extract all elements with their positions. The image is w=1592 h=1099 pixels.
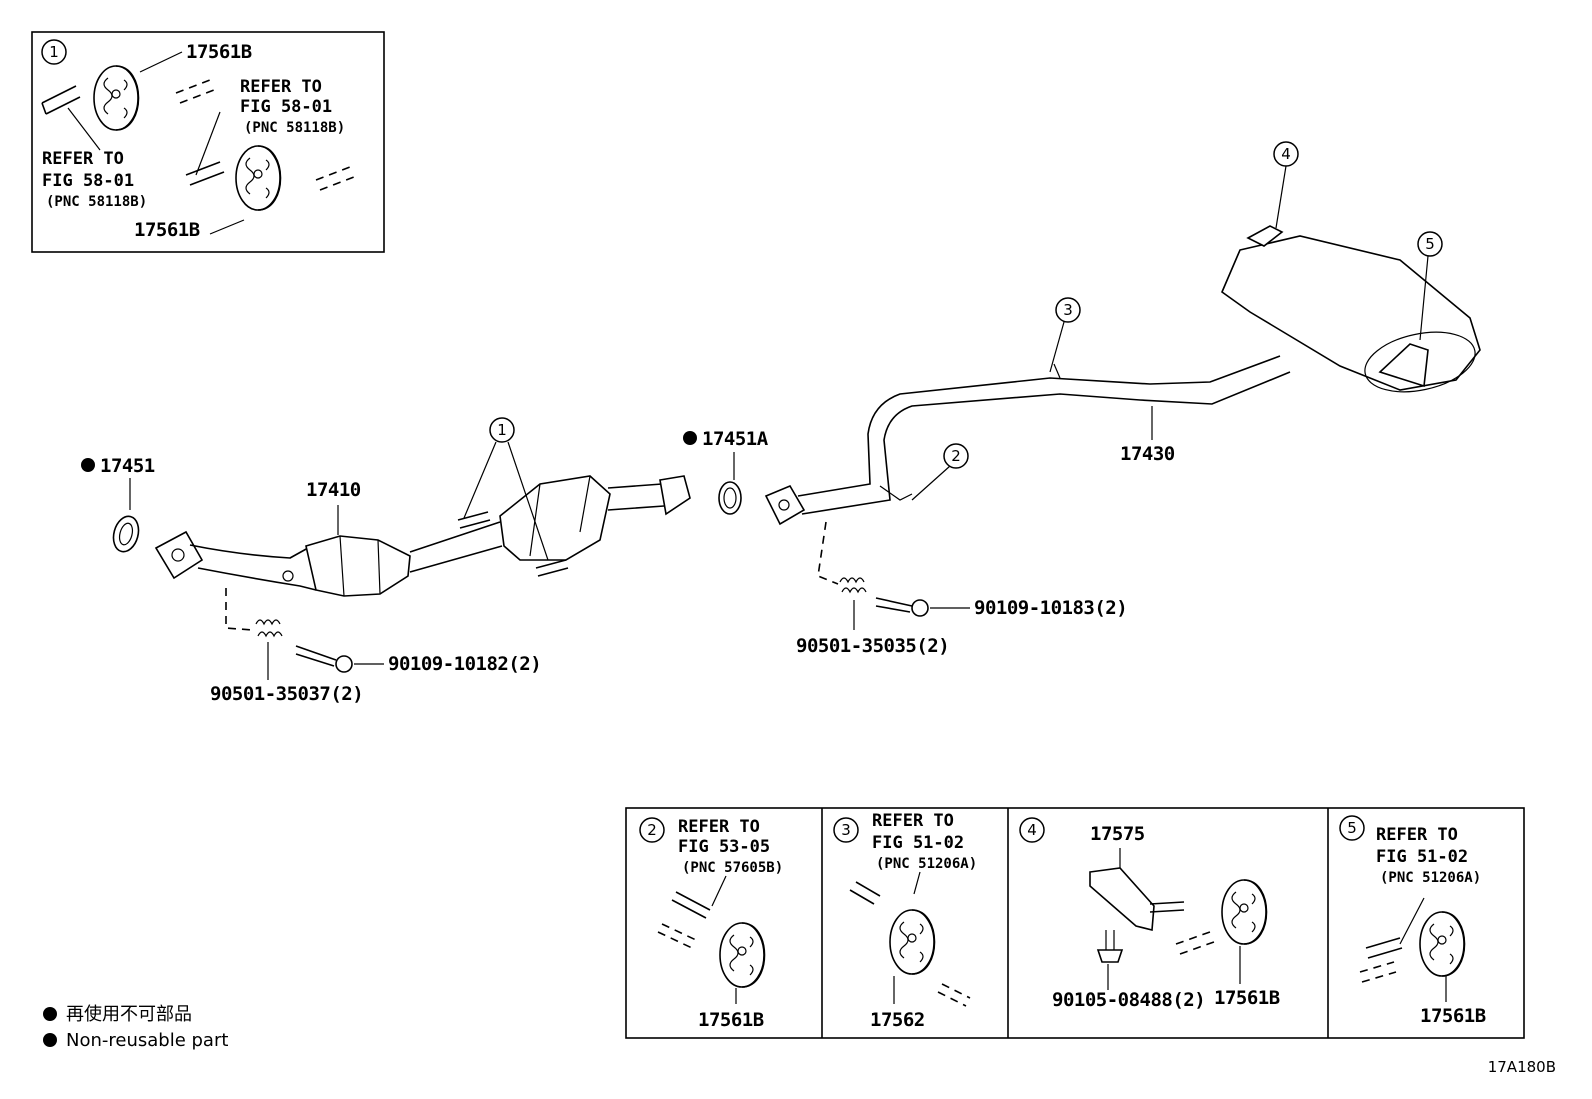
front-pipe-outlet-flange — [659, 475, 691, 516]
inset-5-ref-l3: (PNC 51206A) — [1380, 870, 1481, 886]
inset-4-hanger-part-number: 17561B — [1214, 987, 1280, 1009]
front-pipe: 17410 — [154, 475, 691, 597]
callout-1-main-label: 1 — [497, 421, 507, 439]
inset-5-part-number: 17561B — [1420, 1005, 1486, 1027]
legend-dot-en — [43, 1033, 57, 1047]
rear-fasteners: 90501-35035(2) 90109-10183(2) — [796, 521, 1128, 657]
inset-1-ref-a-l1: REFER TO — [42, 149, 124, 169]
front-gasket — [112, 515, 140, 553]
inset-1-ref-a-l2: FIG 58-01 — [42, 171, 134, 191]
inset-1-part-a: 17561B — [186, 41, 252, 63]
front-spring-part-number: 90501-35037(2) — [210, 683, 363, 705]
inset-4: 4 17575 90105-08488(2) 17561B — [1019, 817, 1280, 1011]
front-gasket-group: 17451 — [81, 455, 155, 553]
inset-1-frame — [31, 31, 385, 253]
inset-1-callout: 1 — [49, 43, 59, 61]
inset-3-ref-l2: FIG 51-02 — [872, 833, 964, 853]
inset-2-ref-l3: (PNC 57605B) — [682, 860, 783, 876]
inset-1-ref-b-l2: FIG 58-01 — [240, 97, 332, 117]
front-gasket-part-number: 17451 — [100, 455, 155, 477]
front-spring — [255, 619, 283, 638]
center-gasket — [718, 481, 742, 515]
front-pipe-flange — [154, 530, 204, 580]
inset-1-part-b: 17561B — [134, 219, 200, 241]
inset-1-pipe-b-left — [185, 161, 225, 186]
inset-3: 3 REFER TO FIG 51-02 (PNC 51206A) 17562 — [833, 811, 977, 1031]
inset-1-hanger-a — [93, 65, 140, 131]
center-gasket-part-number: 17451A — [702, 428, 769, 450]
rear-bolt-part-number: 90109-10183(2) — [974, 597, 1127, 619]
muffler-hanger-bracket — [1378, 343, 1429, 388]
inset-1-ref-b-l1: REFER TO — [240, 77, 322, 97]
inset-4-bolt — [1096, 949, 1124, 963]
inset-3-callout: 3 — [841, 821, 851, 839]
callout-5-main: 5 — [1417, 231, 1443, 341]
callout-4-main-label: 4 — [1281, 145, 1291, 163]
rear-bolt — [875, 597, 913, 613]
callout-4-main: 4 — [1273, 141, 1299, 229]
legend-jp: 再使用不可部品 — [66, 1004, 192, 1025]
tail-pipe: 17430 — [764, 225, 1481, 526]
figure-code: 17A180B — [1488, 1058, 1556, 1076]
inset-1-hanger-b — [235, 145, 282, 211]
inset-1-ref-b-l3: (PNC 58118B) — [244, 120, 345, 136]
callout-2-main-label: 2 — [951, 447, 961, 465]
inset-1: 1 17561B 17561B REFER TO FIG 58-01 (PNC … — [31, 31, 385, 253]
inset-1-pipe-right — [175, 79, 215, 104]
tail-pipe-part-number: 17430 — [1120, 443, 1175, 465]
callout-2-main: 2 — [911, 443, 969, 501]
inset-3-part-number: 17562 — [870, 1009, 925, 1031]
inset-2-part-number: 17561B — [698, 1009, 764, 1031]
callout-5-main-label: 5 — [1425, 235, 1435, 253]
callout-3-main: 3 — [1049, 297, 1081, 373]
inset-5-ref-l2: FIG 51-02 — [1376, 847, 1468, 867]
center-gasket-group: 17451A — [683, 428, 769, 515]
inset-5-callout: 5 — [1347, 819, 1357, 837]
bottom-insets: 2 REFER TO FIG 53-05 (PNC 57605B) 17561B… — [625, 807, 1525, 1039]
front-pipe-hanger-rod-2 — [535, 559, 569, 577]
non-reusable-mark-1 — [81, 458, 95, 472]
catalytic-converter-2 — [499, 475, 611, 561]
inset-5-ref-l1: REFER TO — [1376, 825, 1458, 845]
legend: 再使用不可部品 Non-reusable part — [43, 1004, 228, 1051]
inset-2: 2 REFER TO FIG 53-05 (PNC 57605B) 17561B — [639, 817, 783, 1031]
inset-1-pipe-left — [41, 85, 81, 115]
inset-4-callout: 4 — [1027, 821, 1037, 839]
inset-4-bracket-part-number: 17575 — [1090, 823, 1145, 845]
muffler — [1221, 235, 1481, 391]
bottom-insets-frame — [625, 807, 1525, 1039]
front-pipe-hanger-rod-1 — [457, 511, 491, 529]
inset-5: 5 REFER TO FIG 51-02 (PNC 51206A) 17561B — [1339, 815, 1486, 1027]
inset-3-ref-l3: (PNC 51206A) — [876, 856, 977, 872]
callout-3-main-label: 3 — [1063, 301, 1073, 319]
inset-4-bracket — [1089, 867, 1155, 932]
inset-4-bolt-part-number: 90105-08488(2) — [1052, 989, 1205, 1011]
inset-2-ref-l2: FIG 53-05 — [678, 837, 770, 857]
muffler-top-bracket — [1246, 225, 1284, 247]
inset-2-callout: 2 — [647, 821, 657, 839]
inset-3-ref-l1: REFER TO — [872, 811, 954, 831]
front-bolt — [295, 645, 337, 667]
inset-1-pipe-b-right — [315, 166, 355, 191]
rear-spring-part-number: 90501-35035(2) — [796, 635, 949, 657]
legend-dot-jp — [43, 1007, 57, 1021]
front-pipe-part-number: 17410 — [306, 479, 361, 501]
non-reusable-mark-2 — [683, 431, 697, 445]
inset-1-ref-a-l3: (PNC 58118B) — [46, 194, 147, 210]
inset-2-ref-l1: REFER TO — [678, 817, 760, 837]
rear-spring — [839, 577, 867, 594]
catalytic-converter-1 — [305, 535, 411, 597]
callout-1-main: 1 — [463, 417, 549, 561]
front-fasteners: 90501-35037(2) 90109-10182(2) — [210, 588, 542, 705]
legend-en: Non-reusable part — [66, 1030, 228, 1051]
tail-pipe-flange — [764, 484, 806, 526]
front-bolt-part-number: 90109-10182(2) — [388, 653, 541, 675]
